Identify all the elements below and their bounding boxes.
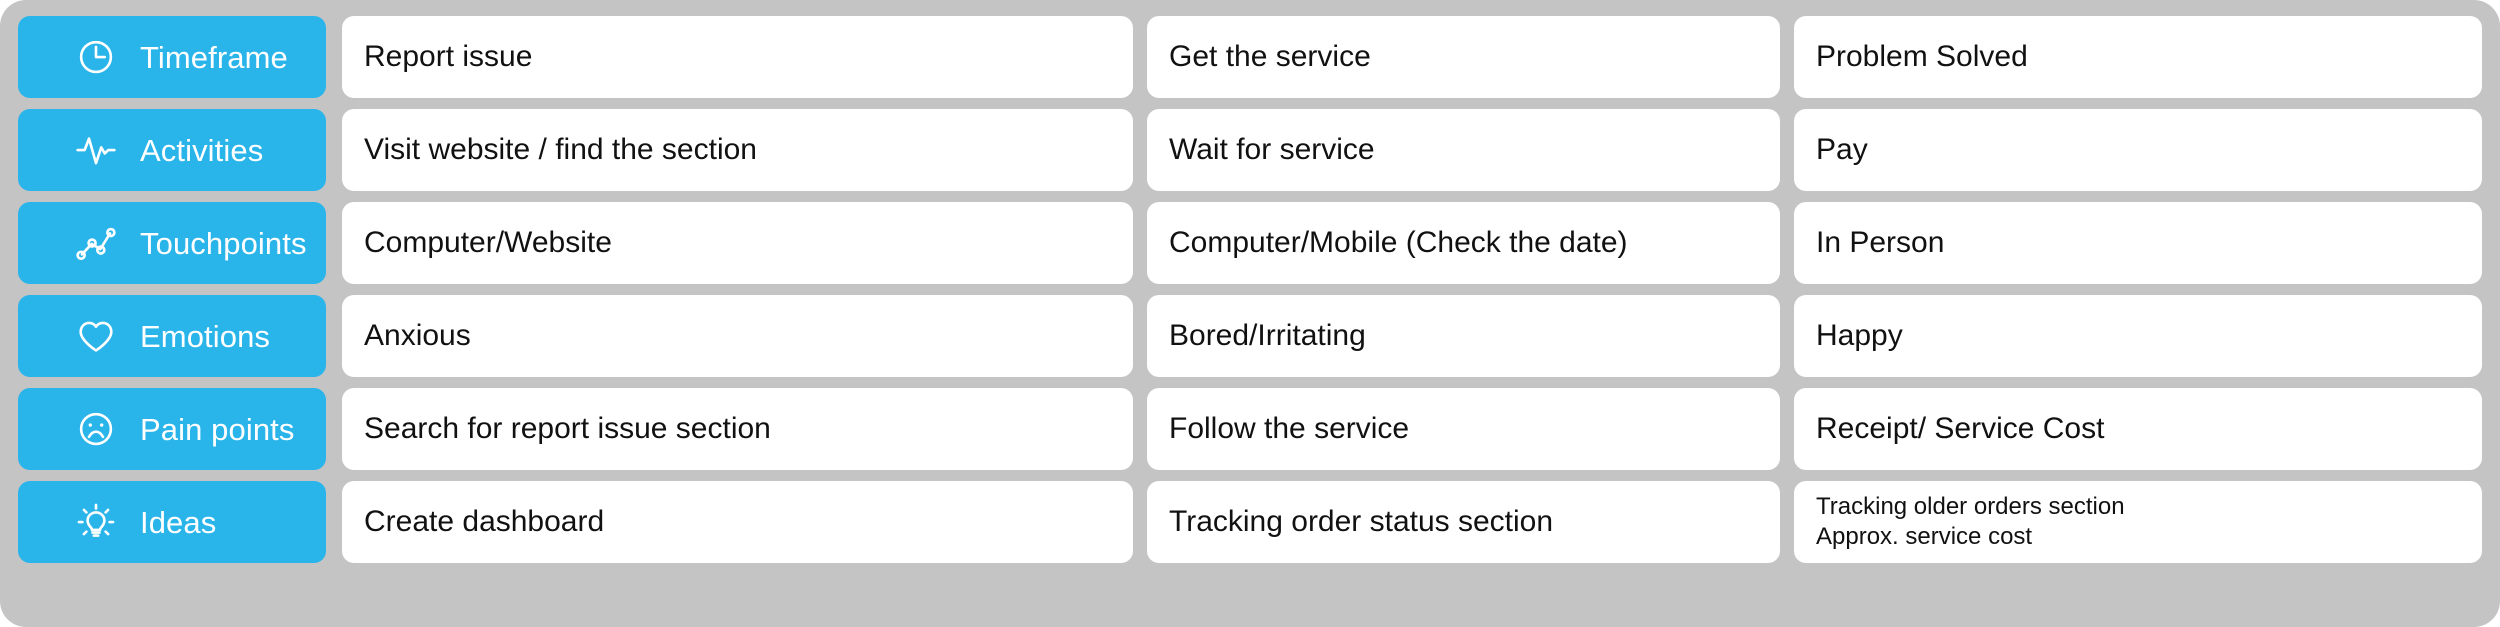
stage-cell-activities-0[interactable]: Visit website / find the section: [342, 109, 1133, 191]
stage-cell-text: Problem Solved: [1816, 40, 2028, 74]
pulse-icon: [74, 128, 118, 172]
stage-cell-text: Computer/Website: [364, 226, 612, 260]
stage-cell-ideas-2[interactable]: Tracking older orders section Approx. se…: [1794, 481, 2482, 563]
row-label-text: Ideas: [140, 504, 217, 540]
stage-cell-emotions-1[interactable]: Bored/Irritating: [1147, 295, 1780, 377]
stage-cell-ideas-1[interactable]: Tracking order status section: [1147, 481, 1780, 563]
stage-cell-touchpoints-0[interactable]: Computer/Website: [342, 202, 1133, 284]
stage-cell-text: Visit website / find the section: [364, 133, 757, 167]
stage-cell-text: Get the service: [1169, 40, 1371, 74]
stage-cell-text: Report issue: [364, 40, 533, 74]
row-label-text: Timeframe: [140, 39, 288, 75]
stage-cell-pain-points-2[interactable]: Receipt/ Service Cost: [1794, 388, 2482, 470]
stage-cell-text: Search for report issue section: [364, 412, 771, 446]
stage-cell-text: Anxious: [364, 319, 471, 353]
row-label-text: Activities: [140, 132, 264, 168]
stage-cell-text: Pay: [1816, 133, 1868, 167]
row-label-touchpoints[interactable]: Touchpoints: [18, 202, 326, 284]
stage-cells-pain-points: Search for report issue section Follow th…: [342, 388, 2482, 470]
stage-cell-emotions-2[interactable]: Happy: [1794, 295, 2482, 377]
journey-row-pain-points: Pain points Search for report issue secti…: [18, 388, 2482, 470]
stage-cell-timeframe-2[interactable]: Problem Solved: [1794, 16, 2482, 98]
row-label-text: Emotions: [140, 318, 271, 354]
stage-cells-activities: Visit website / find the section Wait for…: [342, 109, 2482, 191]
row-label-timeframe[interactable]: Timeframe: [18, 16, 326, 98]
journey-row-touchpoints: Touchpoints Computer/Website Computer/Mobi…: [18, 202, 2482, 284]
stage-cells-ideas: Create dashboard Tracking order status se…: [342, 481, 2482, 563]
row-label-text: Touchpoints: [140, 225, 307, 261]
stage-cell-activities-2[interactable]: Pay: [1794, 109, 2482, 191]
stage-cell-text: Happy: [1816, 319, 1903, 353]
stage-cell-text: Bored/Irritating: [1169, 319, 1366, 353]
stage-cell-ideas-0[interactable]: Create dashboard: [342, 481, 1133, 563]
row-label-activities[interactable]: Activities: [18, 109, 326, 191]
journey-row-activities: Activities Visit website / find the secti…: [18, 109, 2482, 191]
stage-cell-text: Tracking older orders section Approx. se…: [1816, 493, 2125, 550]
clock-icon: [74, 35, 118, 79]
stage-cells-timeframe: Report issue Get the service Problem Solve…: [342, 16, 2482, 98]
stage-cell-activities-1[interactable]: Wait for service: [1147, 109, 1780, 191]
stage-cell-text: Wait for service: [1169, 133, 1375, 167]
journey-row-timeframe: Timeframe Report issue Get the service Prob…: [18, 16, 2482, 98]
line-chart-dots-icon: [74, 221, 118, 265]
journey-row-emotions: Emotions Anxious Bored/Irritating Happy: [18, 295, 2482, 377]
row-label-pain-points[interactable]: Pain points: [18, 388, 326, 470]
stage-cell-timeframe-1[interactable]: Get the service: [1147, 16, 1780, 98]
journey-row-ideas: Ideas Create dashboard Tracking order stat…: [18, 481, 2482, 563]
stage-cell-emotions-0[interactable]: Anxious: [342, 295, 1133, 377]
stage-cell-pain-points-1[interactable]: Follow the service: [1147, 388, 1780, 470]
heart-icon: [74, 314, 118, 358]
row-label-text: Pain points: [140, 411, 295, 447]
stage-cell-text: Receipt/ Service Cost: [1816, 412, 2105, 446]
sad-face-icon: [74, 407, 118, 451]
lightbulb-icon: [74, 500, 118, 544]
stage-cell-touchpoints-2[interactable]: In Person: [1794, 202, 2482, 284]
stage-cell-text: In Person: [1816, 226, 1945, 260]
stage-cells-emotions: Anxious Bored/Irritating Happy: [342, 295, 2482, 377]
row-label-emotions[interactable]: Emotions: [18, 295, 326, 377]
stage-cells-touchpoints: Computer/Website Computer/Mobile (Check t…: [342, 202, 2482, 284]
stage-cell-text: Create dashboard: [364, 505, 605, 539]
stage-cell-text: Follow the service: [1169, 412, 1410, 446]
stage-cell-text: Tracking order status section: [1169, 505, 1554, 539]
row-label-ideas[interactable]: Ideas: [18, 481, 326, 563]
stage-cell-text: Computer/Mobile (Check the date): [1169, 226, 1628, 260]
stage-cell-pain-points-0[interactable]: Search for report issue section: [342, 388, 1133, 470]
stage-cell-touchpoints-1[interactable]: Computer/Mobile (Check the date): [1147, 202, 1780, 284]
stage-cell-timeframe-0[interactable]: Report issue: [342, 16, 1133, 98]
